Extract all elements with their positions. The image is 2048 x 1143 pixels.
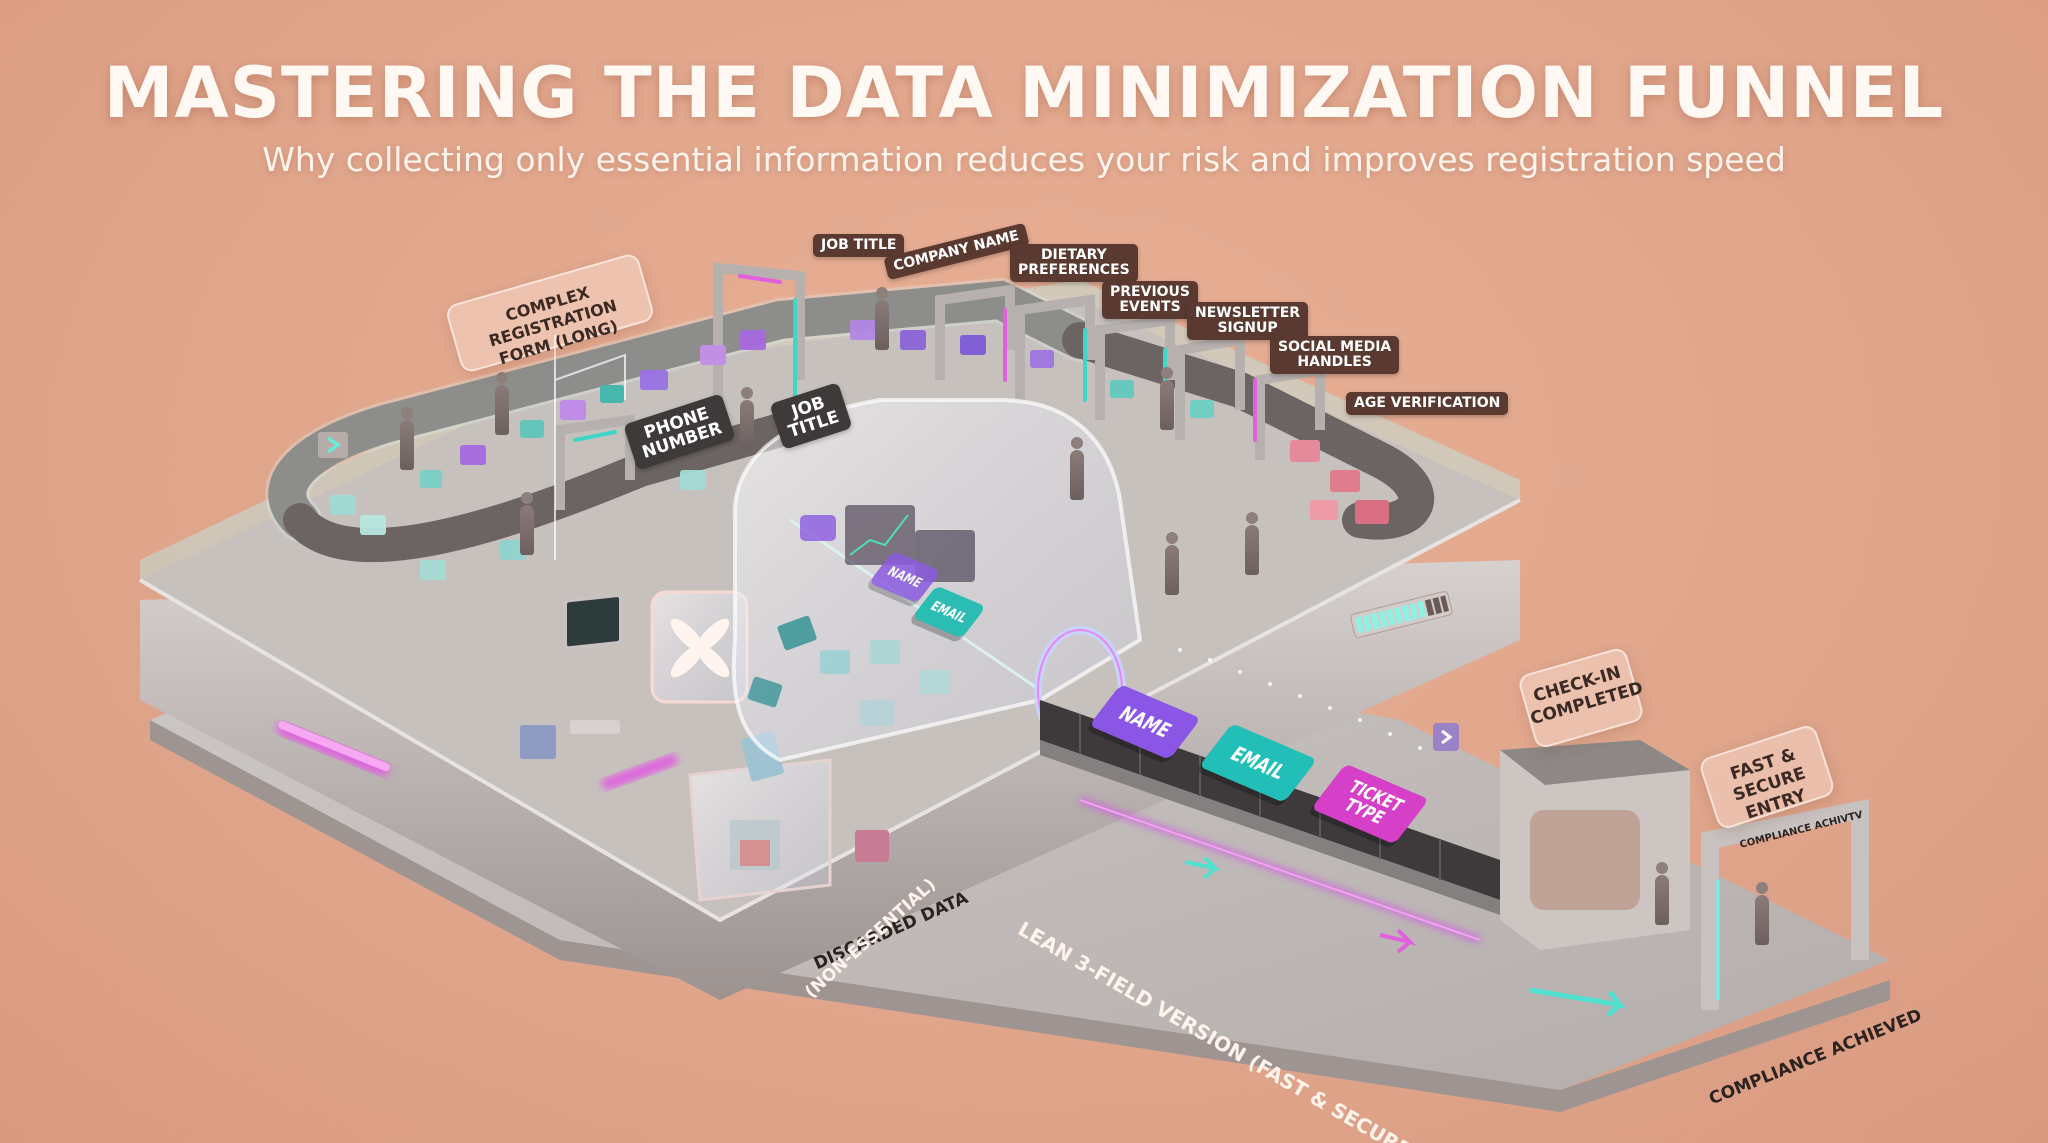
person-figure [1755,882,1769,945]
trash-bin-icon [688,731,832,910]
person-figure [1070,437,1084,500]
person-figure [740,387,754,450]
person-figure [1655,862,1669,925]
data-minimization-funnel [731,398,1143,763]
page-subtitle: Why collecting only essential informatio… [262,140,1786,179]
person-figure [495,372,509,435]
person-figure [1245,512,1259,575]
person-figure [1160,367,1174,430]
field-tag-social-media-handles: SOCIAL MEDIA HANDLES [1270,336,1400,374]
form-cards [330,320,1214,580]
person-figure [520,492,534,555]
field-tag-previous-events: PREVIOUS EVENTS [1102,281,1199,319]
person-figure [400,407,414,470]
compliance-arch [1701,799,1869,1010]
progress-bar [1350,591,1453,638]
field-gates [555,262,1325,510]
field-tag-age-verification: AGE VERIFICATION [1346,392,1509,415]
kiosk-terminal [563,593,623,734]
chevron-right-icon-left [318,432,348,458]
checkin-booth [1500,740,1690,950]
page-title: MASTERING THE DATA MINIMIZATION FUNNEL [103,52,1945,134]
chevron-right-icon-right [1433,723,1459,751]
four-petal-logo-icon [650,590,749,704]
field-tag-job-title: JOB TITLE [813,234,905,257]
pink-card-pile [1290,440,1389,524]
person-figure [875,287,889,350]
field-tag-newsletter-signup: NEWSLETTER SIGNUP [1187,302,1309,340]
person-figure [1165,532,1179,595]
field-tag-dietary-preferences: DIETARY PREFERENCES [1010,244,1138,282]
